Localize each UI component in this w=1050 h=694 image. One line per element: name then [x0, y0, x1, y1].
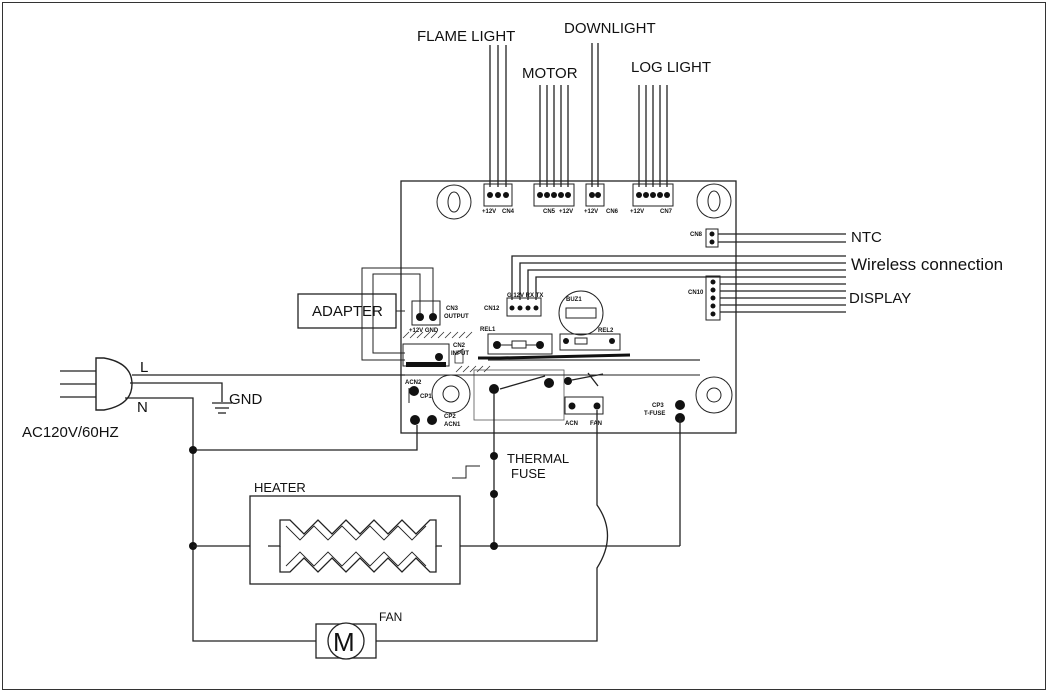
power-plug	[60, 357, 133, 411]
wireless-label: Wireless connection	[851, 255, 1003, 274]
cn5-label: CN5	[543, 209, 556, 215]
mounting-hole-bottom-right	[695, 376, 733, 414]
heater-box	[249, 495, 461, 585]
cn2-label: CN2	[453, 343, 466, 349]
cn2-input-label: INPUT	[451, 351, 469, 357]
line-label: L	[140, 359, 148, 376]
gnd-label: GND	[229, 391, 263, 408]
cn3-output-connector	[411, 300, 441, 326]
acn2-connector	[408, 386, 419, 403]
fan-output-terminal	[564, 396, 604, 415]
buz1-label: BUZ1	[566, 297, 582, 303]
fan-motor	[315, 622, 377, 660]
cn8-label: CN8	[690, 232, 703, 238]
heater-element	[268, 519, 442, 573]
mounting-hole-bottom-left	[431, 374, 471, 414]
motor-leads	[539, 85, 569, 187]
cn12-label: CN12	[484, 306, 500, 312]
cp2-label: CP2	[444, 414, 456, 420]
relay-rel2	[559, 333, 621, 351]
flame-light-label: FLAME LIGHT	[417, 28, 515, 45]
adapter-box	[297, 293, 397, 329]
acn1-label: ACN1	[444, 422, 461, 428]
cp1-label: CP1	[420, 394, 432, 400]
rel2-label: REL2	[598, 328, 614, 334]
rel1-switch-contact	[473, 369, 565, 421]
cn4-connector	[483, 183, 513, 207]
cn6-label: CN6	[606, 209, 619, 215]
warning-symbol	[454, 348, 464, 364]
cn3-label: CN3	[446, 306, 459, 312]
heater-label: HEATER	[254, 480, 306, 495]
log-light-label: LOG LIGHT	[631, 59, 711, 76]
motor-label: MOTOR	[522, 65, 578, 82]
neutral-label: N	[137, 399, 148, 416]
display-label: DISPLAY	[849, 290, 911, 307]
cn6-pin-label: +12V	[584, 209, 598, 215]
downlight-label: DOWNLIGHT	[564, 20, 656, 37]
fan-terminal-label: FAN	[590, 421, 602, 427]
cn8-ntc-connector	[705, 228, 846, 248]
cn10-display-connector	[705, 275, 846, 321]
acn2-label: ACN2	[405, 380, 422, 386]
cn7-pin-label: +12V	[630, 209, 644, 215]
t-fuse-label: T-FUSE	[644, 411, 665, 417]
log-light-leads	[638, 85, 668, 187]
downlight-leads	[591, 43, 599, 187]
cp3-label: CP3	[652, 403, 664, 409]
relay-rel1	[487, 333, 553, 355]
fuse-label: FUSE	[511, 466, 546, 481]
ntc-label: NTC	[851, 229, 882, 246]
buzzer	[558, 290, 604, 336]
cn5-pin-label: +12V	[559, 209, 573, 215]
acn-terminal-label: ACN	[565, 421, 578, 427]
thermal-label: THERMAL	[507, 451, 569, 466]
power-label: AC120V/60HZ	[22, 424, 119, 441]
adapter-wiring	[361, 267, 434, 361]
cn12-pins-label: G 12V RX TX	[507, 293, 543, 299]
cn6-connector	[585, 183, 605, 207]
cn5-connector	[533, 183, 575, 207]
cn4-pin-label: +12V	[482, 209, 496, 215]
thermal-fuse-symbol	[452, 465, 480, 479]
cn10-label: CN10	[688, 290, 704, 296]
board-hatch	[402, 331, 491, 373]
cn2-input-connector	[402, 343, 450, 367]
rel1-label: REL1	[480, 327, 496, 333]
cn3-output-label: OUTPUT	[444, 314, 469, 320]
cn7-connector	[632, 183, 674, 207]
cn4-label: CN4	[502, 209, 515, 215]
cn7-label: CN7	[660, 209, 673, 215]
adapter-label: ADAPTER	[312, 303, 383, 320]
cn12-wireless-connector	[506, 255, 846, 317]
mounting-hole-top-right	[696, 183, 732, 219]
motor-symbol: M	[333, 627, 355, 657]
cn3-pins-label: +12V GND	[409, 328, 439, 334]
board-trace	[478, 353, 631, 360]
fan-label: FAN	[379, 610, 402, 624]
mounting-hole-top-left	[436, 184, 472, 220]
flame-light-leads	[489, 45, 507, 187]
acn1-connector	[410, 415, 437, 425]
